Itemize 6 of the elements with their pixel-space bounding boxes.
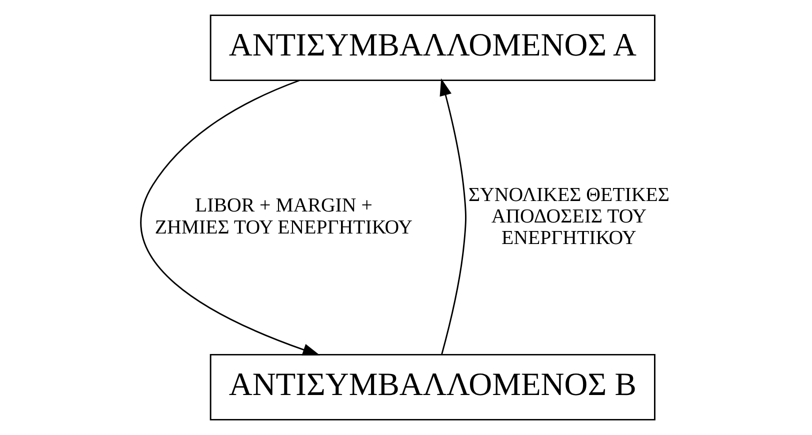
arrow [439,78,466,355]
node-box: ΑΝΤΙΣΥΜΒΑΛΛΟΜΕΝΟΣ Α [209,14,655,81]
edge-label: ΣΥΝΟΛΙΚΕΣ ΘΕΤΙΚΕΣ ΑΠΟΔΟΣΕΙΣ ΤΟΥ ΕΝΕΡΓΗΤΙΚΟΥ [468,184,669,250]
edge-label: LIBOR + MARGIN + ΖΗΜΙΕΣ ΤΟΥ ΕΝΕΡΓΗΤΙΚΟΥ [154,194,412,238]
arrow [140,80,320,356]
node-box: ΑΝΤΙΣΥΜΒΑΛΛΟΜΕΝΟΣ Β [209,354,655,420]
